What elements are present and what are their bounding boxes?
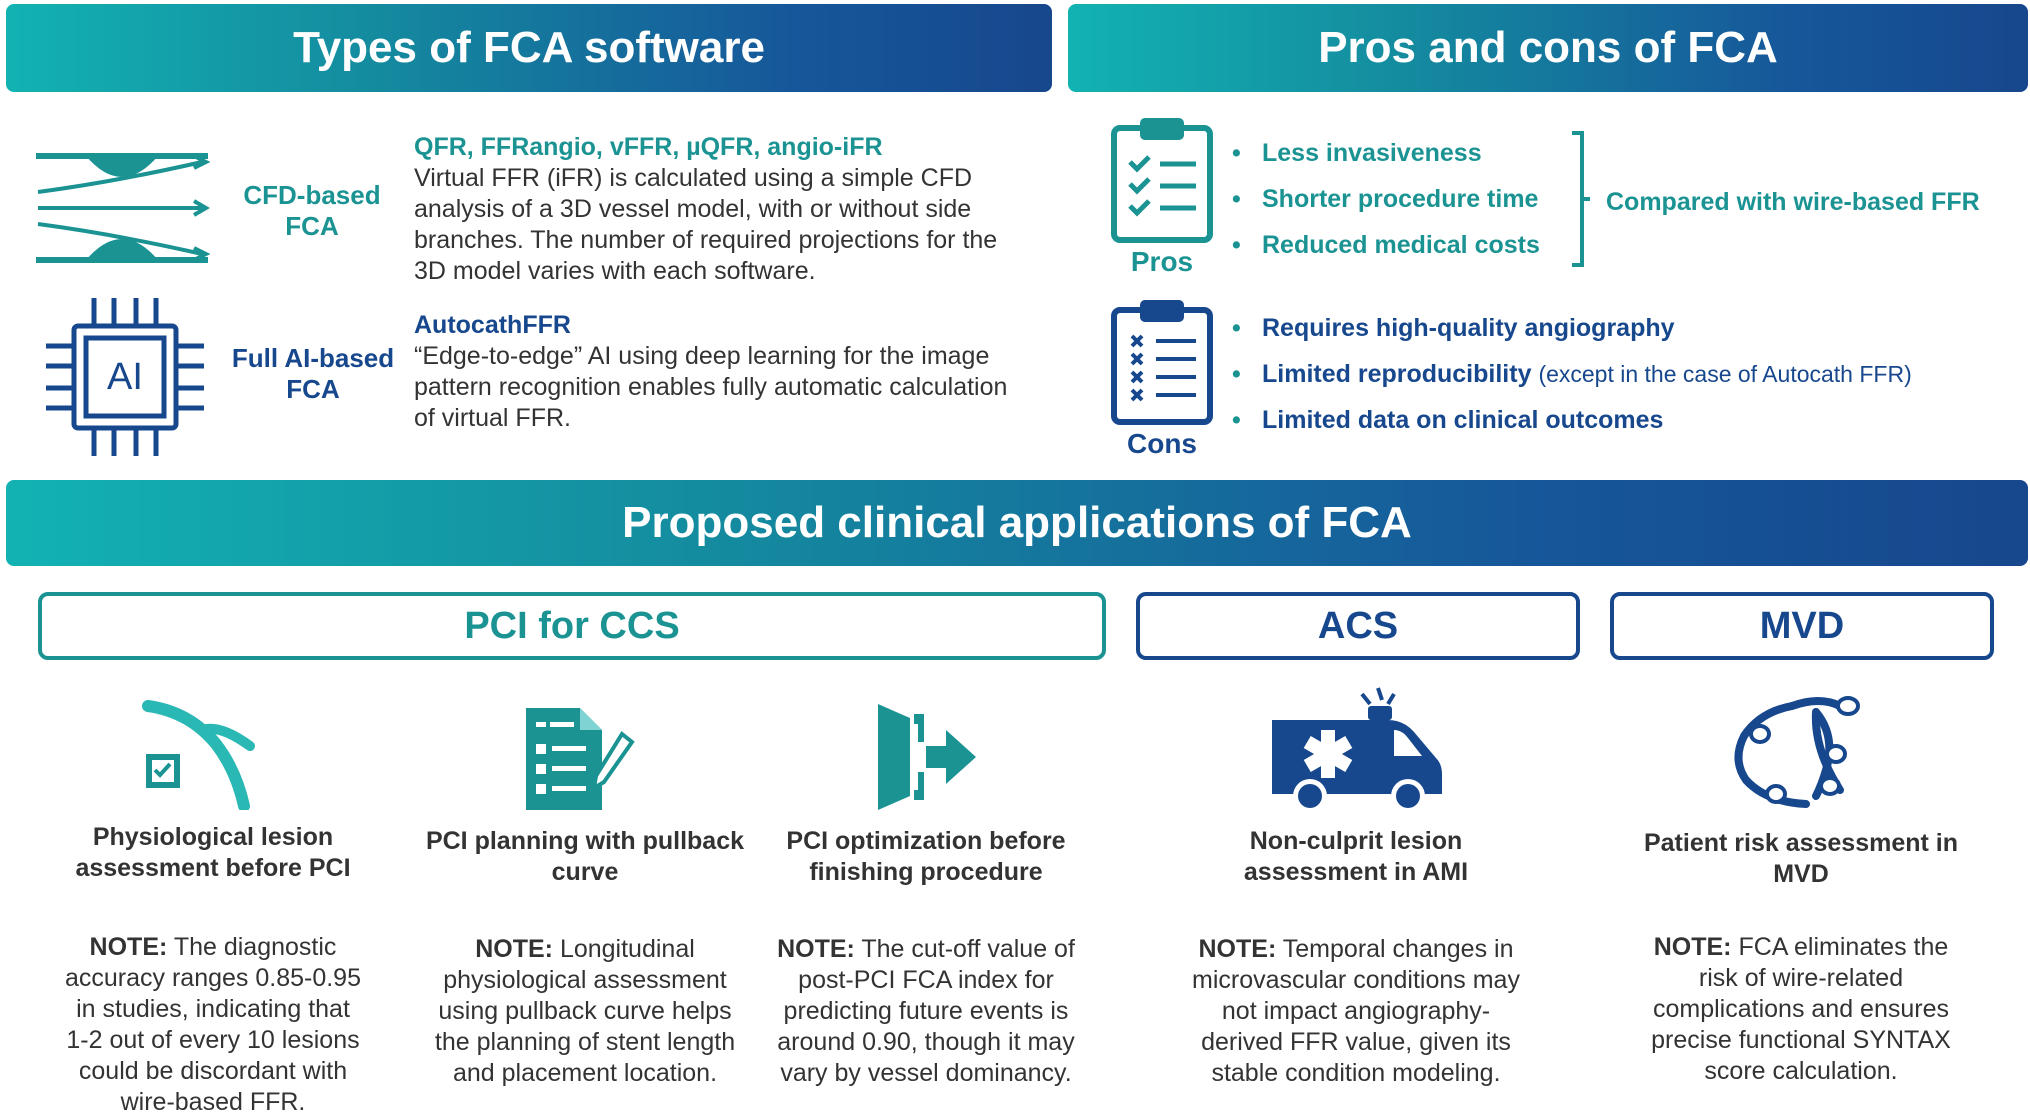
pros-label: Pros bbox=[1130, 246, 1194, 277]
cfd-desc-line: Virtual FFR (iFR) is calculated using a … bbox=[414, 164, 973, 192]
category-mvd: MVD bbox=[1610, 592, 1994, 660]
flow-stenosis-icon bbox=[34, 148, 211, 268]
cons-item: •Limited data on clinical outcomes bbox=[1232, 406, 1664, 434]
ai-label-line2: FCA bbox=[286, 374, 340, 404]
document-pen-icon bbox=[524, 704, 636, 814]
pros-item: •Less invasiveness bbox=[1232, 139, 1482, 167]
ai-desc-line: pattern recognition enables fully automa… bbox=[414, 373, 1008, 401]
cons-list: •Requires high-quality angiography •Limi… bbox=[1232, 305, 2030, 443]
pros-bracket bbox=[1570, 130, 1592, 268]
ai-software-name: AutocathFFR bbox=[414, 311, 571, 339]
crosslist-icon bbox=[1110, 296, 1214, 426]
app-note: NOTE: The cut-off value of post-PCI FCA … bbox=[777, 935, 1075, 1087]
ambulance-icon bbox=[1270, 684, 1446, 814]
exit-door-icon bbox=[876, 700, 980, 814]
cfd-desc-line: 3D model varies with each software. bbox=[414, 257, 816, 285]
pros-list: •Less invasiveness •Shorter procedure ti… bbox=[1232, 130, 1572, 268]
cfd-description-block: QFR, FFRangio, vFFR, µQFR, angio-iFR Vir… bbox=[414, 132, 1054, 287]
ai-label: Full AI-based FCA bbox=[226, 343, 400, 405]
pros-item: •Reduced medical costs bbox=[1232, 231, 1540, 259]
cfd-desc-line: branches. The number of required project… bbox=[414, 226, 998, 254]
checklist-icon bbox=[1110, 114, 1214, 244]
comparison-note: Compared with wire-based FFR bbox=[1606, 188, 1980, 216]
ai-label-line1: Full AI-based bbox=[231, 343, 395, 373]
ai-chip-icon: AI bbox=[42, 294, 208, 460]
types-header: Types of FCA software bbox=[6, 4, 1052, 92]
cons-item: •Requires high-quality angiography bbox=[1232, 314, 1675, 342]
cfd-label-line2: FCA bbox=[285, 211, 339, 241]
cons-label: Cons bbox=[1127, 428, 1197, 459]
cfd-desc-line: analysis of a 3D vessel model, with or w… bbox=[414, 195, 972, 223]
ai-desc-line: “Edge-to-edge” AI using deep learning fo… bbox=[414, 342, 990, 370]
vessel-check-icon bbox=[140, 700, 264, 812]
pros-cons-header: Pros and cons of FCA bbox=[1068, 4, 2028, 92]
cfd-label: CFD-based FCA bbox=[232, 180, 392, 242]
cfd-software-list: QFR, FFRangio, vFFR, µQFR, angio-iFR bbox=[414, 133, 883, 161]
chip-text: AI bbox=[107, 356, 143, 398]
ai-desc-line: of virtual FFR. bbox=[414, 404, 571, 432]
cfd-label-line1: CFD-based bbox=[243, 180, 381, 210]
category-pci-ccs: PCI for CCS bbox=[38, 592, 1106, 660]
app-note: NOTE: The diagnostic accuracy ranges 0.8… bbox=[64, 933, 361, 1112]
applications-header: Proposed clinical applications of FCA bbox=[6, 480, 2028, 566]
app-note: NOTE: Temporal changes in microvascular … bbox=[1192, 935, 1520, 1087]
category-acs: ACS bbox=[1136, 592, 1580, 660]
ai-description-block: AutocathFFR “Edge-to-edge” AI using deep… bbox=[414, 310, 1054, 434]
app-note: NOTE: FCA eliminates the risk of wire-re… bbox=[1651, 933, 1951, 1085]
multivessel-icon bbox=[1730, 690, 1870, 816]
app-note: NOTE: Longitudinal physiological assessm… bbox=[434, 935, 736, 1087]
cons-item: •Limited reproducibility (except in the … bbox=[1232, 360, 1912, 388]
pros-item: •Shorter procedure time bbox=[1232, 185, 1539, 213]
